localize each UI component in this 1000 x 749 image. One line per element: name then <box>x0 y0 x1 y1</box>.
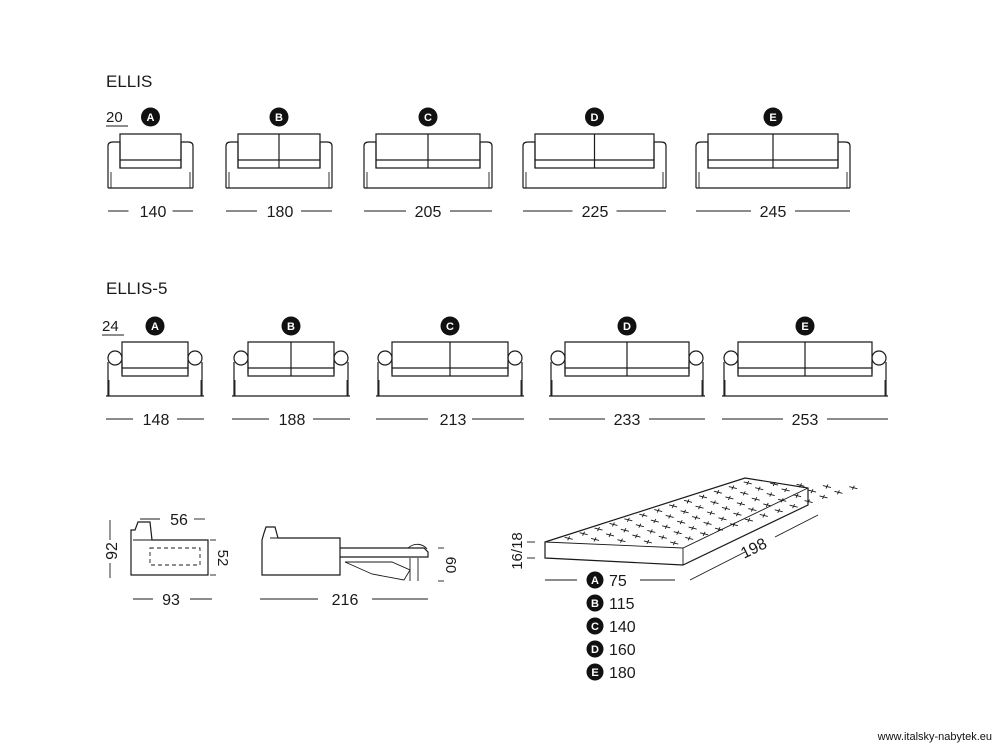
width-label-ellis5-d: 233 <box>614 412 641 429</box>
sofa-ellis5-b: B <box>232 316 350 420</box>
width-label-ellis-a: 140 <box>140 204 167 221</box>
footer-url[interactable]: www.italsky-nabytek.eu <box>877 731 992 743</box>
mattress-width-list: A 75 B 115 C 140 D 160 E 180 <box>586 571 636 682</box>
badge-a-icon <box>141 107 160 127</box>
sofa-ellis-b: B <box>225 107 333 212</box>
badge-b-icon <box>281 316 301 336</box>
sofa-ellis-e: E <box>695 107 851 212</box>
badge-letter: D <box>623 321 631 333</box>
badge-e-icon <box>763 107 783 127</box>
badge-d-icon <box>586 640 604 658</box>
width-label-ellis-b: 180 <box>267 204 294 221</box>
badge-letter: A <box>147 112 155 124</box>
section-title-ellis: ELLIS <box>106 72 152 91</box>
mattress-width-b: 115 <box>609 596 635 613</box>
ellis5-back-height: 24 <box>102 318 119 335</box>
mattress-letter-a: A <box>591 575 599 587</box>
badge-letter: D <box>591 112 599 124</box>
mattress-width-c: 140 <box>609 619 636 636</box>
badge-a-icon <box>586 571 604 589</box>
mattress-letter-b: B <box>591 598 599 610</box>
mattress-letter-c: C <box>591 621 599 633</box>
badge-e-icon <box>586 663 604 681</box>
width-label-ellis-d: 225 <box>582 204 609 221</box>
mattress-length-label: 198 <box>738 535 770 562</box>
badge-letter: C <box>446 321 454 333</box>
seat-depth-label: 56 <box>170 512 188 529</box>
sofa-ellis5-a: A <box>106 316 204 420</box>
seat-height-label: 52 <box>214 550 231 567</box>
badge-b-icon <box>269 107 289 127</box>
badge-letter: C <box>424 112 432 124</box>
width-label-ellis5-c: 213 <box>440 412 467 429</box>
mattress-thickness-label: 16/18 <box>509 532 526 570</box>
badge-a-icon <box>145 316 165 336</box>
badge-d-icon <box>585 107 604 127</box>
side-view: 92 56 52 93 <box>104 512 231 609</box>
ellis5-row: A B C D E <box>106 316 888 420</box>
mattress-length-leader-1 <box>689 551 746 581</box>
badge-b-icon <box>586 594 604 612</box>
sofa-ellis5-c: C <box>376 316 524 420</box>
badge-letter: B <box>275 112 283 124</box>
mattress-length-leader-2 <box>774 514 819 538</box>
bed-view: 60 216 <box>260 526 459 609</box>
badge-letter: E <box>801 321 808 333</box>
badge-c-icon <box>440 316 460 336</box>
sofa-ellis-c: C <box>363 107 493 212</box>
badge-letter: B <box>287 321 295 333</box>
ellis-back-height: 20 <box>106 109 123 126</box>
badge-d-icon <box>617 316 637 336</box>
badge-c-icon <box>418 107 438 127</box>
section-title-ellis5: ELLIS-5 <box>106 279 167 298</box>
width-label-ellis-e: 245 <box>760 204 787 221</box>
mattress-width-d: 160 <box>609 642 636 659</box>
bed-height-label: 60 <box>442 557 459 574</box>
side-depth-label: 93 <box>162 592 180 609</box>
side-height-label: 92 <box>104 542 121 560</box>
badge-c-icon <box>586 617 604 635</box>
mattress-view: 16/18 198 <box>509 477 858 581</box>
mattress-tufting <box>564 480 858 546</box>
sofa-ellis5-e: E <box>722 316 888 420</box>
badge-letter: E <box>769 112 776 124</box>
bed-length-label: 216 <box>332 592 359 609</box>
width-label-ellis5-a: 148 <box>143 412 170 429</box>
sofa-ellis5-d: D <box>549 316 705 420</box>
mattress-width-e: 180 <box>609 665 636 682</box>
width-label-ellis5-b: 188 <box>279 412 306 429</box>
mattress-letter-e: E <box>591 667 598 679</box>
width-label-ellis-c: 205 <box>415 204 442 221</box>
sofa-ellis-d: D <box>522 107 667 212</box>
badge-letter: A <box>151 321 159 333</box>
mattress-letter-d: D <box>591 644 599 656</box>
width-label-ellis5-e: 253 <box>792 412 819 429</box>
ellis-row: A B C D E <box>107 107 851 212</box>
badge-e-icon <box>795 316 815 336</box>
mattress-width-a: 75 <box>609 573 627 590</box>
sofa-ellis-a: A <box>107 107 194 212</box>
